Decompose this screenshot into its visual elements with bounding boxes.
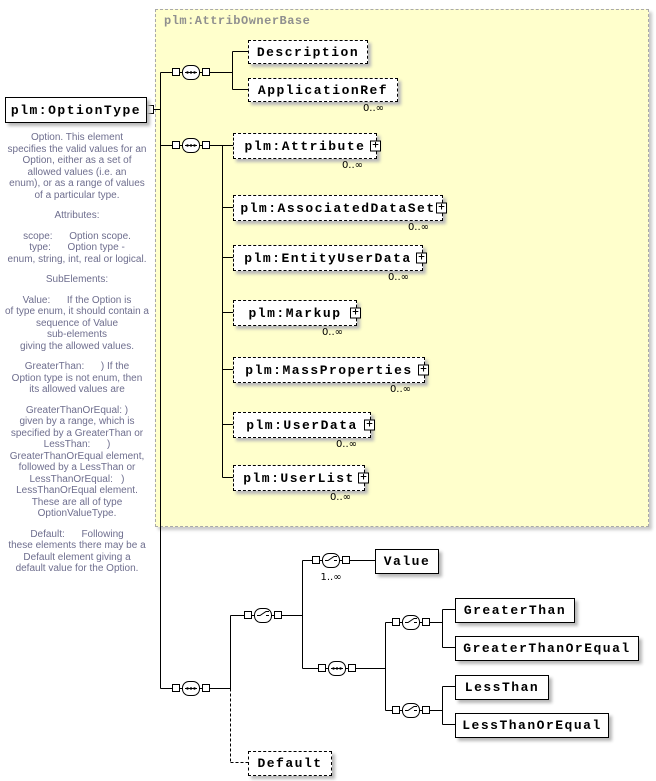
annotation-paragraph: SubElements: <box>45 274 109 285</box>
element-description[interactable]: Description <box>248 40 368 64</box>
element-plm-optiontype[interactable]: plm:OptionType <box>5 97 147 123</box>
choice-icon[interactable] <box>244 607 282 624</box>
expand-icon[interactable]: + <box>416 252 427 264</box>
element-plm-attribute[interactable]: plm:Attribute + <box>233 133 381 159</box>
element-label: plm:UserList <box>243 470 355 486</box>
element-label: Value <box>383 554 431 569</box>
element-label: plm:AssociatedDataSet <box>240 200 436 216</box>
element-label: Default <box>257 756 323 771</box>
annotation-paragraph: Option. This element specifies the valid… <box>7 132 147 201</box>
annotation-paragraph: GreaterThan: ) If the Option type is not… <box>11 361 143 395</box>
cardinality-label: 0..∞ <box>335 439 357 450</box>
sequence-icon[interactable] <box>172 680 210 697</box>
cardinality-label: 0..∞ <box>341 160 363 171</box>
expand-icon[interactable]: + <box>358 472 369 484</box>
sequence-icon[interactable] <box>172 137 210 154</box>
expand-icon[interactable]: + <box>350 307 361 319</box>
annotation-paragraph: scope: Option scope. type: Option type -… <box>7 230 147 265</box>
attrib-owner-base-label[interactable]: plm:AttribOwnerBase <box>164 14 311 28</box>
element-label: LessThan <box>464 680 540 695</box>
cardinality-label: 0..∞ <box>329 492 351 503</box>
expand-icon[interactable]: + <box>436 202 447 214</box>
choice-icon[interactable] <box>312 552 350 569</box>
expand-icon[interactable]: + <box>370 140 381 152</box>
expand-icon[interactable]: + <box>364 419 375 431</box>
annotation-paragraph: Value: If the Option is of type enum, it… <box>5 294 149 352</box>
sequence-icon[interactable] <box>172 64 210 81</box>
element-plm-associateddataset[interactable]: plm:AssociatedDataSet + <box>233 195 447 221</box>
element-default[interactable]: Default <box>248 751 332 776</box>
element-label: plm:UserData <box>246 417 358 433</box>
element-plm-markup[interactable]: plm:Markup + <box>233 300 361 326</box>
element-plm-entityuserdata[interactable]: plm:EntityUserData + <box>233 245 427 271</box>
element-label: Description <box>256 44 360 60</box>
element-label: plm:OptionType <box>10 102 142 118</box>
annotation-paragraph: GreaterThanOrEqual: ) given by a range, … <box>9 404 145 520</box>
element-label: plm:Markup <box>248 305 342 321</box>
element-plm-userdata[interactable]: plm:UserData + <box>233 412 375 438</box>
element-lessthan[interactable]: LessThan <box>455 675 549 700</box>
element-value[interactable]: Value <box>375 549 439 574</box>
sequence-icon[interactable] <box>318 660 356 677</box>
annotation-paragraph: Default: Following these elements there … <box>8 528 146 575</box>
element-label: GreaterThanOrEqual <box>463 641 631 656</box>
expand-icon[interactable]: + <box>418 364 429 376</box>
element-greaterthanorequal[interactable]: GreaterThanOrEqual <box>455 636 639 661</box>
element-plm-massproperties[interactable]: plm:MassProperties + <box>233 357 429 383</box>
cardinality-label: 0..∞ <box>321 327 343 338</box>
element-label: plm:EntityUserData <box>244 250 412 266</box>
element-plm-userlist[interactable]: plm:UserList + <box>233 465 369 491</box>
element-lessthanorequal[interactable]: LessThanOrEqual <box>455 713 609 738</box>
element-label: GreaterThan <box>463 603 567 618</box>
element-label: plm:MassProperties <box>245 362 413 378</box>
annotation-text: Option. This element specifies the valid… <box>0 132 154 584</box>
choice-icon[interactable] <box>392 614 430 631</box>
cardinality-label: 0..∞ <box>387 272 409 283</box>
cardinality-label: 0..∞ <box>407 222 429 233</box>
element-label: LessThanOrEqual <box>462 718 602 733</box>
element-label: plm:Attribute <box>244 138 366 154</box>
element-applicationref[interactable]: ApplicationRef <box>248 78 398 102</box>
cardinality-label: 0..∞ <box>389 384 411 395</box>
annotation-paragraph: Attributes: <box>54 210 100 221</box>
element-greaterthan[interactable]: GreaterThan <box>455 598 575 623</box>
element-label: ApplicationRef <box>257 82 389 98</box>
choice-icon[interactable] <box>392 702 430 719</box>
cardinality-label: 1..∞ <box>320 572 342 583</box>
cardinality-label: 0..∞ <box>362 103 384 114</box>
